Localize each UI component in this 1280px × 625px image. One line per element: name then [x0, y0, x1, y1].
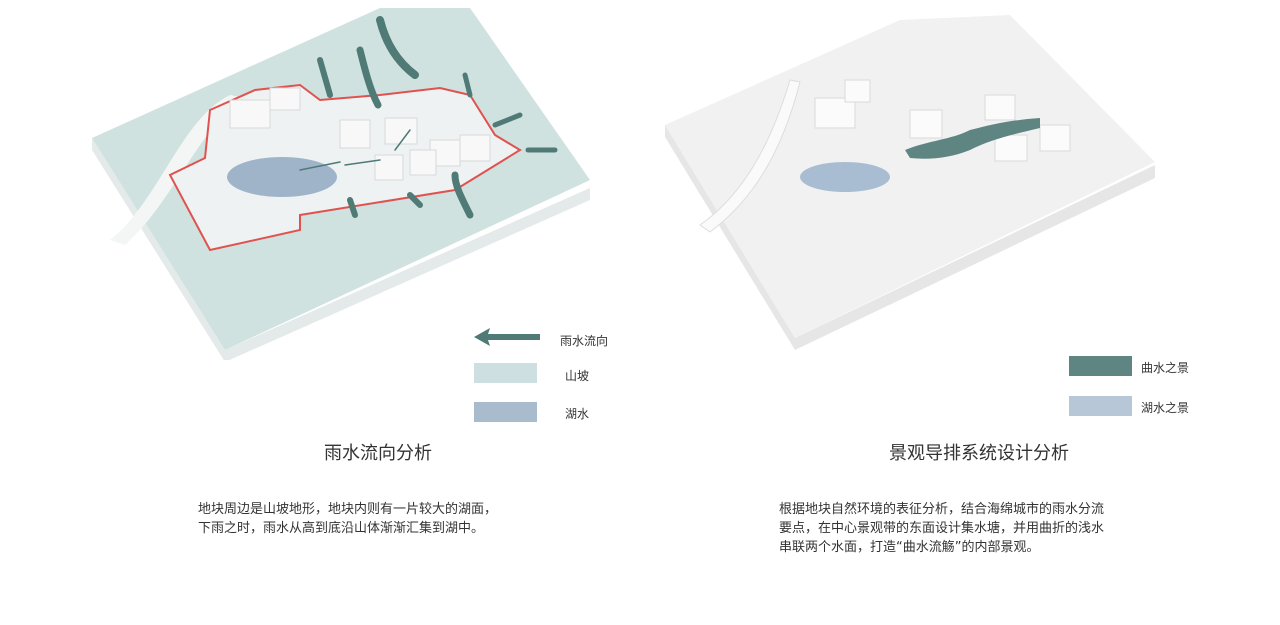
description-line: 地块周边是山坡地形，地块内则有一片较大的湖面， [198, 502, 498, 517]
arrow-left-icon [474, 328, 540, 346]
road [110, 95, 245, 245]
legend-label-lake: 湖水 [565, 407, 590, 421]
left-panel-title: 雨水流向分析 [324, 443, 432, 464]
road [699, 79, 801, 233]
legend-label-curved-water: 曲水之景 [1141, 361, 1190, 375]
landscape-drainage-map [665, 15, 1155, 350]
left-panel-description: 地块周边是山坡地形，地块内则有一片较大的湖面， 下雨之时，雨水从高到底沿山体渐渐… [198, 500, 497, 538]
description-line: 下雨之时，雨水从高到底沿山体渐渐汇集到湖中。 [198, 521, 485, 536]
buildings [814, 79, 1071, 162]
buildings [229, 87, 491, 181]
legend-swatch-lake [474, 402, 537, 422]
lake [227, 157, 337, 197]
legend-label-rain-flow: 雨水流向 [560, 334, 609, 348]
legend-swatch-lake-view [1069, 396, 1132, 416]
description-line: 串联两个水面，打造“曲水流觞”的内部景观。 [779, 540, 1040, 555]
right-panel-title: 景观导排系统设计分析 [889, 443, 1069, 464]
description-line: 根据地块自然环境的表征分析，结合海绵城市的雨水分流 [779, 502, 1105, 517]
legend-swatch-slope [474, 363, 537, 383]
description-line: 要点，在中心景观带的东面设计集水塘，并用曲折的浅水 [779, 521, 1105, 536]
lake [800, 162, 890, 192]
legend-swatch-curved-water [1069, 356, 1132, 376]
legend-label-slope: 山坡 [565, 369, 590, 383]
rainwater-flow-map [92, 8, 590, 360]
right-panel-description: 根据地块自然环境的表征分析，结合海绵城市的雨水分流 要点，在中心景观带的东面设计… [779, 500, 1104, 557]
legend-label-lake-view: 湖水之景 [1141, 401, 1190, 415]
curved-water [905, 118, 1040, 159]
rainwater-arrows [299, 16, 558, 219]
